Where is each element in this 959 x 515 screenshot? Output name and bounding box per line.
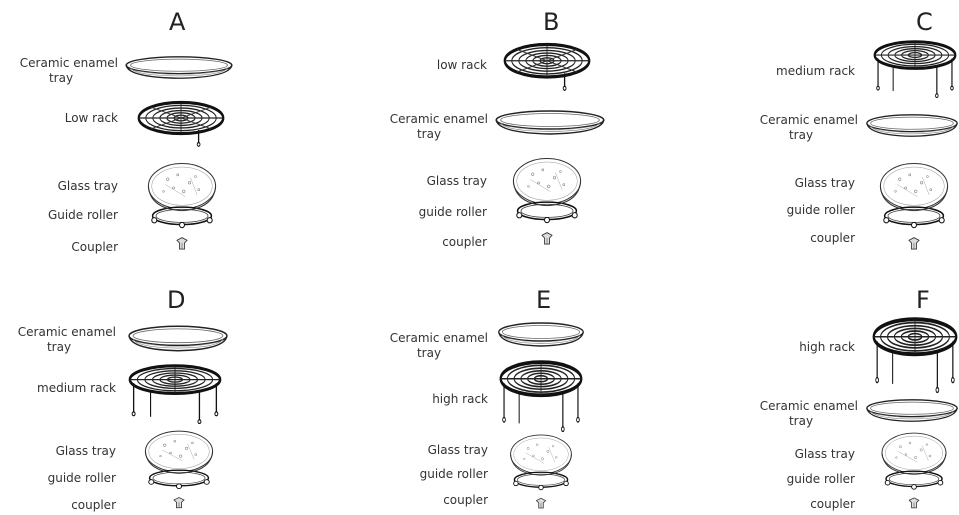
panel-b: B low rack Ceramic enamel tray Glass tra… xyxy=(360,0,660,260)
panel-c: C medium rack Ceramic enamel tray Glass … xyxy=(700,0,959,260)
panel-label: D xyxy=(167,286,186,314)
glass-tray-roller-coupler-illustration xyxy=(137,428,221,514)
panel-label: C xyxy=(916,8,933,36)
panel-e: E Ceramic enamel tray high rack Glass tr… xyxy=(360,280,660,515)
panel-label: F xyxy=(916,286,930,314)
part-label: Ceramic enamel tray xyxy=(744,399,858,429)
part-label: guide roller xyxy=(419,467,488,481)
panel-label: E xyxy=(536,286,552,314)
glass-tray-roller-coupler-illustration xyxy=(874,430,954,514)
part-label: Guide roller xyxy=(47,208,118,222)
part-label: Ceramic enamel tray xyxy=(2,325,116,355)
ceramic-tray-illustration xyxy=(494,108,606,138)
part-label-line: Ceramic enamel xyxy=(389,331,488,345)
medium-rack-illustration xyxy=(128,364,222,424)
glass-tray-roller-coupler-illustration xyxy=(872,160,956,256)
panel-label: A xyxy=(169,8,186,36)
part-label: Glass tray xyxy=(427,443,488,457)
part-label: low rack xyxy=(436,58,487,72)
part-label-line: tray xyxy=(416,346,442,360)
part-label-line: Ceramic enamel xyxy=(17,325,116,339)
low-rack-illustration xyxy=(503,42,591,92)
part-label: guide roller xyxy=(418,205,487,219)
glass-tray-roller-coupler-illustration xyxy=(505,155,589,251)
part-label: coupler xyxy=(71,498,116,512)
part-label-line: Ceramic enamel xyxy=(389,112,488,126)
part-label: Glass tray xyxy=(794,447,855,461)
part-label: Ceramic enamel tray xyxy=(370,331,488,361)
part-label-line: tray xyxy=(48,71,74,85)
part-label: Ceramic enamel tray xyxy=(4,56,118,86)
ceramic-tray-illustration xyxy=(497,320,585,350)
part-label-line: Ceramic enamel xyxy=(759,113,858,127)
part-label: high rack xyxy=(432,392,488,406)
panel-label: B xyxy=(543,8,560,36)
low-rack-illustration xyxy=(137,100,225,148)
ceramic-tray-illustration xyxy=(124,54,234,82)
medium-rack-illustration xyxy=(873,40,957,98)
part-label: Coupler xyxy=(71,240,118,254)
part-label-line: Ceramic enamel xyxy=(19,56,118,70)
part-label: guide roller xyxy=(786,472,855,486)
part-label: guide roller xyxy=(786,203,855,217)
high-rack-illustration xyxy=(872,317,958,393)
ceramic-tray-illustration xyxy=(127,323,229,355)
high-rack-illustration xyxy=(499,360,583,432)
part-label: medium rack xyxy=(37,381,116,395)
part-label: Glass tray xyxy=(57,179,118,193)
glass-tray-roller-coupler-illustration xyxy=(140,160,224,256)
part-label: Low rack xyxy=(64,111,118,125)
panel-a: A Ceramic enamel tray Low rack Glass tra… xyxy=(0,0,320,260)
part-label: coupler xyxy=(810,497,855,511)
part-label-line: tray xyxy=(788,128,814,142)
part-label-line: tray xyxy=(416,127,442,141)
part-label: coupler xyxy=(442,235,487,249)
part-label: medium rack xyxy=(776,64,855,78)
ceramic-tray-illustration xyxy=(865,397,959,425)
part-label: Glass tray xyxy=(794,176,855,190)
part-label: coupler xyxy=(810,231,855,245)
part-label-line: tray xyxy=(46,340,72,354)
part-label: Ceramic enamel tray xyxy=(370,112,488,142)
panel-f: F high rack Ceramic enamel tray Glass tr… xyxy=(700,280,959,515)
part-label: Glass tray xyxy=(55,444,116,458)
glass-tray-roller-coupler-illustration xyxy=(503,432,579,514)
panel-d: D Ceramic enamel tray medium rack Glass … xyxy=(0,280,320,515)
part-label: Ceramic enamel tray xyxy=(744,113,858,143)
ceramic-tray-illustration xyxy=(865,112,959,140)
part-label: Glass tray xyxy=(426,174,487,188)
part-label: coupler xyxy=(443,493,488,507)
part-label-line: tray xyxy=(788,414,814,428)
part-label: guide roller xyxy=(47,471,116,485)
part-label: high rack xyxy=(799,340,855,354)
part-label-line: Ceramic enamel xyxy=(759,399,858,413)
